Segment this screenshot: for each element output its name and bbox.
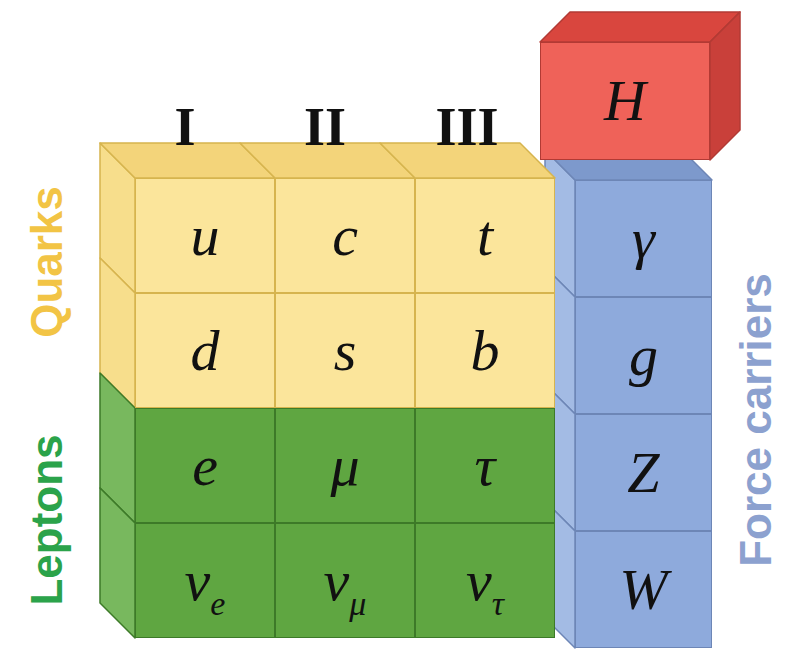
- particle-symbol: c: [332, 207, 358, 265]
- cube-face: [710, 12, 740, 160]
- particle-symbol: τ: [475, 437, 496, 495]
- particle-symbol: νe: [185, 552, 226, 610]
- particle-symbol: νμ: [324, 552, 367, 610]
- particle-symbol: γ: [632, 210, 655, 268]
- lepton-cube: ντ: [415, 523, 555, 638]
- quark-cube: b: [415, 293, 555, 408]
- particle-symbol: Z: [627, 444, 659, 502]
- lepton-cube: νμ: [275, 523, 415, 638]
- quark-cube: u: [135, 178, 275, 293]
- quark-cube: c: [275, 178, 415, 293]
- lepton-cube: e: [135, 408, 275, 523]
- lepton-cube: μ: [275, 408, 415, 523]
- group-label: Leptons: [25, 434, 69, 605]
- boson-cube: γ: [575, 180, 712, 297]
- particle-symbol: g: [629, 327, 658, 385]
- lepton-cube: τ: [415, 408, 555, 523]
- particle-symbol: d: [191, 322, 220, 380]
- quark-cube: t: [415, 178, 555, 293]
- generation-numeral: III: [435, 100, 498, 154]
- group-label: Force carriers: [734, 273, 778, 567]
- quark-cube: s: [275, 293, 415, 408]
- particle-symbol: μ: [330, 437, 359, 495]
- boson-cube: g: [575, 297, 712, 414]
- generation-numeral: I: [174, 100, 195, 154]
- boson-cube: Z: [575, 414, 712, 531]
- particle-symbol: W: [619, 561, 667, 619]
- lepton-cube: νe: [135, 523, 275, 638]
- particle-symbol: b: [471, 322, 500, 380]
- particle-symbol: u: [191, 207, 220, 265]
- quark-cube: d: [135, 293, 275, 408]
- particle-symbol: e: [192, 437, 218, 495]
- generation-numeral: II: [304, 100, 346, 154]
- boson-cube: W: [575, 531, 712, 648]
- particle-symbol: t: [477, 207, 493, 265]
- cube-face: [540, 12, 740, 42]
- particle-symbol: s: [334, 322, 357, 380]
- cube-face: [100, 488, 135, 638]
- group-label: Quarks: [25, 186, 69, 338]
- higgs-cube: H: [540, 42, 710, 160]
- particle-symbol: ντ: [466, 552, 504, 610]
- particle-symbol: H: [604, 72, 646, 130]
